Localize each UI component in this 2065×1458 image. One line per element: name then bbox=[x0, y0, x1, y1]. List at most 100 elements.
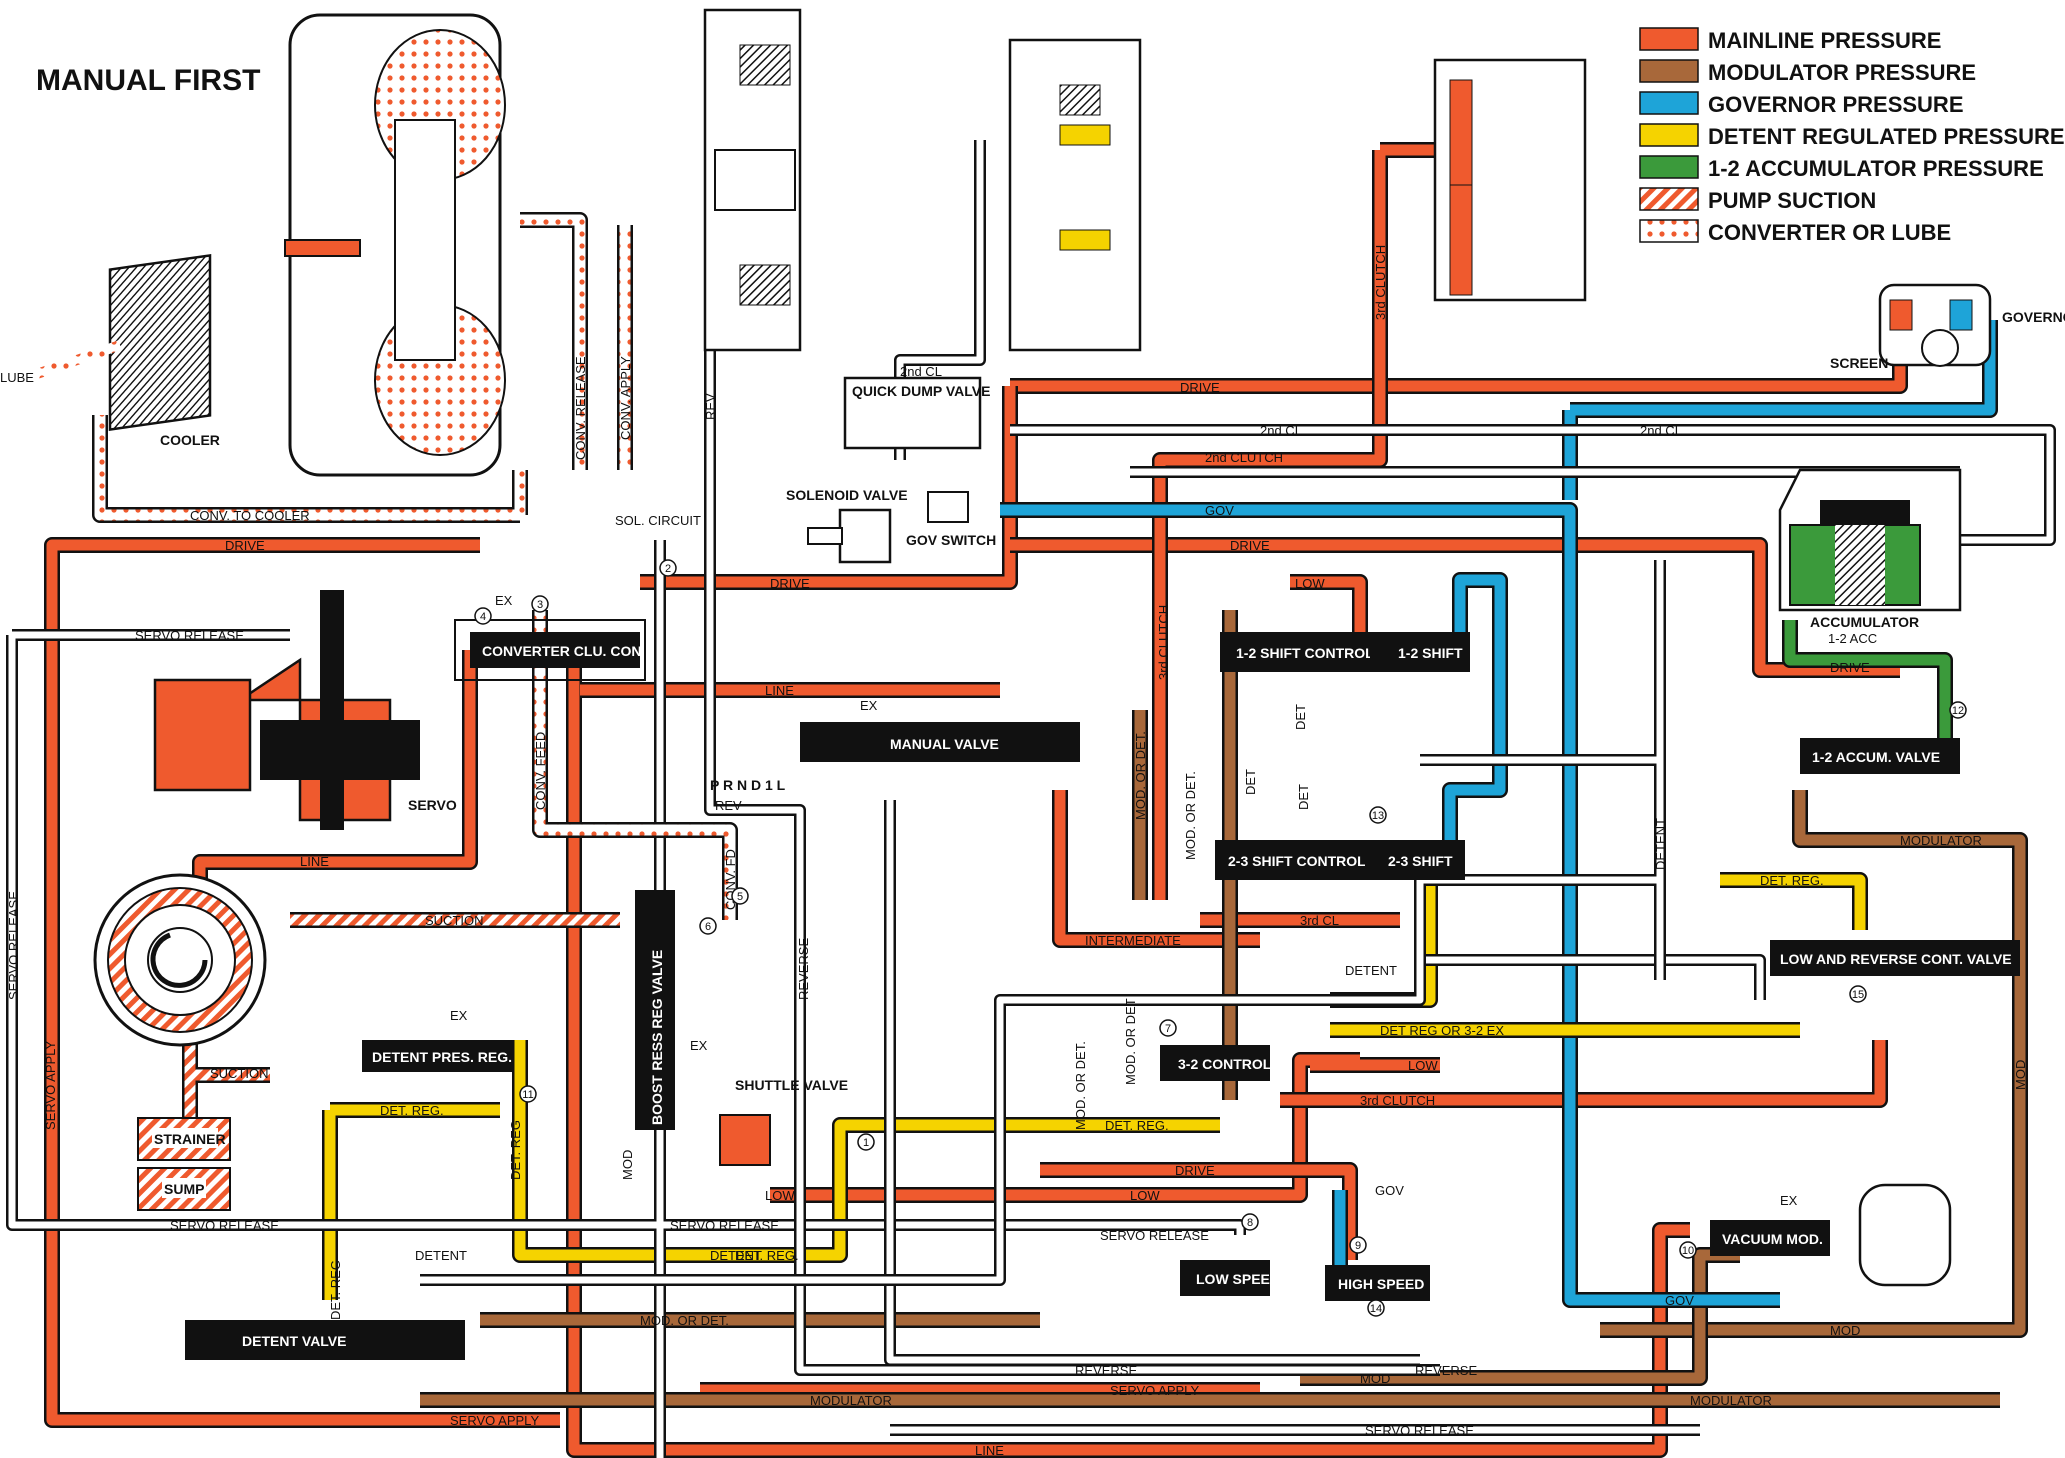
legend-label-suction: PUMP SUCTION bbox=[1708, 188, 1876, 213]
shuttle-valve-body bbox=[719, 1114, 771, 1166]
label-reverse-bottom-1: REVERSE bbox=[1075, 1363, 1137, 1378]
label-drive-left: DRIVE bbox=[225, 538, 265, 553]
check-ball-3 bbox=[531, 595, 549, 613]
high-speed-label: HIGH SPEED bbox=[1338, 1276, 1424, 1292]
lube-arrow bbox=[32, 340, 122, 380]
shift-23-valve bbox=[1365, 840, 1465, 880]
label-second-cl-2: 2nd CL bbox=[1260, 423, 1302, 438]
check-ball-4 bbox=[474, 607, 492, 625]
cooler-label: COOLER bbox=[160, 432, 220, 448]
reverse-clutch-spring-lower bbox=[739, 264, 791, 306]
gov-switch-label: GOV SWITCH bbox=[906, 532, 996, 548]
label-suction-1: SUCTION bbox=[425, 913, 484, 928]
control-32-label: 3-2 CONTROL bbox=[1178, 1056, 1272, 1072]
check-ball-label-12: 12 bbox=[1952, 705, 1964, 717]
label-det-reg-2: DET. REG. bbox=[1105, 1118, 1169, 1133]
vacuum-mod-valve bbox=[1710, 1220, 1830, 1256]
pump bbox=[93, 873, 267, 1047]
label-conv-feed: CONV. FEED bbox=[533, 732, 548, 810]
label-drive-mid: DRIVE bbox=[770, 576, 810, 591]
check-ball-label-9: 9 bbox=[1355, 1240, 1361, 1252]
label-servo-release-mid: SERVO RELEASE bbox=[670, 1218, 779, 1233]
label-servo-release-top: SERVO RELEASE bbox=[135, 628, 244, 643]
detent-valve-label: DETENT VALVE bbox=[242, 1333, 347, 1349]
control-32-valve bbox=[1160, 1045, 1270, 1081]
passage-reverse-fill bbox=[706, 80, 1764, 1374]
passage-detent-fill bbox=[420, 560, 1664, 1284]
label-gov-top: GOV bbox=[1205, 503, 1234, 518]
legend-label-governor: GOVERNOR PRESSURE bbox=[1708, 92, 1964, 117]
label-ex-2: EX bbox=[450, 1008, 468, 1023]
label-det-reg-3: DET. REG. bbox=[735, 1248, 799, 1263]
label-reverse-bottom-2: REVERSE bbox=[1415, 1363, 1477, 1378]
accumulator-spring bbox=[1835, 525, 1885, 605]
lube-label: LUBE bbox=[0, 370, 34, 385]
detent-pres-reg-label: DETENT PRES. REG. bbox=[372, 1049, 512, 1065]
converter-clu-con-label: CONVERTER CLU. CON. bbox=[482, 643, 645, 659]
legend: MAINLINE PRESSURE MODULATOR PRESSURE GOV… bbox=[1639, 27, 2065, 245]
press-reg-valve-label: PRESS REG VALVE bbox=[649, 950, 665, 1080]
label-servo-apply-left: SERVO APPLY bbox=[43, 1041, 58, 1130]
check-ball-label-13: 13 bbox=[1372, 810, 1384, 822]
check-ball-15 bbox=[1849, 985, 1867, 1003]
check-ball-11 bbox=[519, 1085, 537, 1103]
legend-swatch-governor bbox=[1639, 91, 1699, 115]
legend-swatch-modulator bbox=[1639, 59, 1699, 83]
label-third-clutch-mid: 3rd CLUTCH bbox=[1156, 605, 1171, 680]
detent-pres-reg-valve bbox=[362, 1040, 512, 1072]
detent-passages bbox=[322, 872, 1868, 1300]
suction-passages bbox=[182, 912, 620, 1120]
label-detent-4: DETENT bbox=[1653, 818, 1668, 870]
boost-valve bbox=[635, 1070, 675, 1130]
label-gov-bottom: GOV bbox=[1375, 1183, 1404, 1198]
label-mod-4: MOD bbox=[2013, 1060, 2028, 1090]
accumulator: ACCUMULATOR 1-2 ACC bbox=[1778, 468, 1962, 646]
passage-low-fill bbox=[770, 1054, 1440, 1201]
label-intermediate: INTERMEDIATE bbox=[1085, 933, 1181, 948]
check-ball-label-11: 11 bbox=[522, 1089, 533, 1101]
passage-line-main-fill bbox=[568, 660, 1690, 1456]
label-ex-5: EX bbox=[1780, 1193, 1798, 1208]
passage-1-2-acc-fill bbox=[1784, 620, 1951, 740]
high-speed-valve bbox=[1325, 1265, 1430, 1301]
check-ball-label-15: 15 bbox=[1852, 989, 1864, 1001]
second-clutch-piston bbox=[1059, 124, 1111, 146]
gov-switch-body bbox=[927, 491, 969, 523]
label-drive-accum: DRIVE bbox=[1830, 660, 1870, 675]
passage-low-right-fill bbox=[1290, 576, 1366, 650]
label-rev-top: REV bbox=[703, 393, 718, 420]
manual-valve bbox=[800, 722, 1080, 762]
legend-label-lube: CONVERTER OR LUBE bbox=[1708, 220, 1951, 245]
label-ex-4: EX bbox=[860, 698, 878, 713]
label-det-reg-4: DET. REG. bbox=[1760, 873, 1824, 888]
second-clutch-piston-lower bbox=[1059, 229, 1111, 251]
quick-dump-valve: QUICK DUMP VALVE bbox=[843, 376, 990, 450]
modulator-passages bbox=[420, 610, 2028, 1408]
passage-labels: CONV. TO COOLER CONV. RELEASE CONV. APPL… bbox=[6, 245, 2028, 1458]
label-det-reg-vertical-2: DET. REG bbox=[328, 1260, 343, 1320]
label-second-clutch: 2nd CLUTCH bbox=[1205, 450, 1283, 465]
label-suction-2: SUCTION bbox=[210, 1066, 269, 1081]
legend-swatch-lube bbox=[1639, 219, 1699, 243]
check-ball-2 bbox=[659, 559, 677, 577]
vacuum-mod-diaphragm bbox=[1858, 1183, 1952, 1287]
accum-valve-12-label: 1-2 ACCUM. VALVE bbox=[1812, 749, 1940, 765]
check-ball-label-2: 2 bbox=[665, 563, 671, 575]
valves: CONVERTER CLU. CON. MANUAL VALVE P R N D… bbox=[185, 619, 2020, 1360]
passage-drive-mid-fill bbox=[640, 386, 1016, 588]
shift-control-23-label: 2-3 SHIFT CONTROL bbox=[1228, 853, 1366, 869]
converter-clu-con-valve bbox=[470, 632, 640, 668]
label-mod-or-det-1: MOD. OR DET. bbox=[1133, 731, 1148, 820]
label-mod-1: MOD bbox=[620, 1150, 635, 1180]
label-det-1: DET bbox=[1243, 769, 1258, 795]
label-servo-release-bottom: SERVO RELEASE bbox=[170, 1218, 279, 1233]
label-second-cl-1: 2nd CL bbox=[900, 364, 942, 379]
label-third-clutch-bottom: 3rd CLUTCH bbox=[1360, 1093, 1435, 1108]
low-speed-valve bbox=[1180, 1260, 1270, 1296]
label-conv-release: CONV. RELEASE bbox=[573, 356, 588, 460]
second-clutch-spring bbox=[1059, 84, 1101, 116]
shift-control-12-label: 1-2 SHIFT CONTROL bbox=[1236, 645, 1374, 661]
check-ball-12 bbox=[1949, 701, 1967, 719]
servo: SERVO bbox=[153, 590, 457, 830]
label-low-top: LOW bbox=[1295, 576, 1325, 591]
